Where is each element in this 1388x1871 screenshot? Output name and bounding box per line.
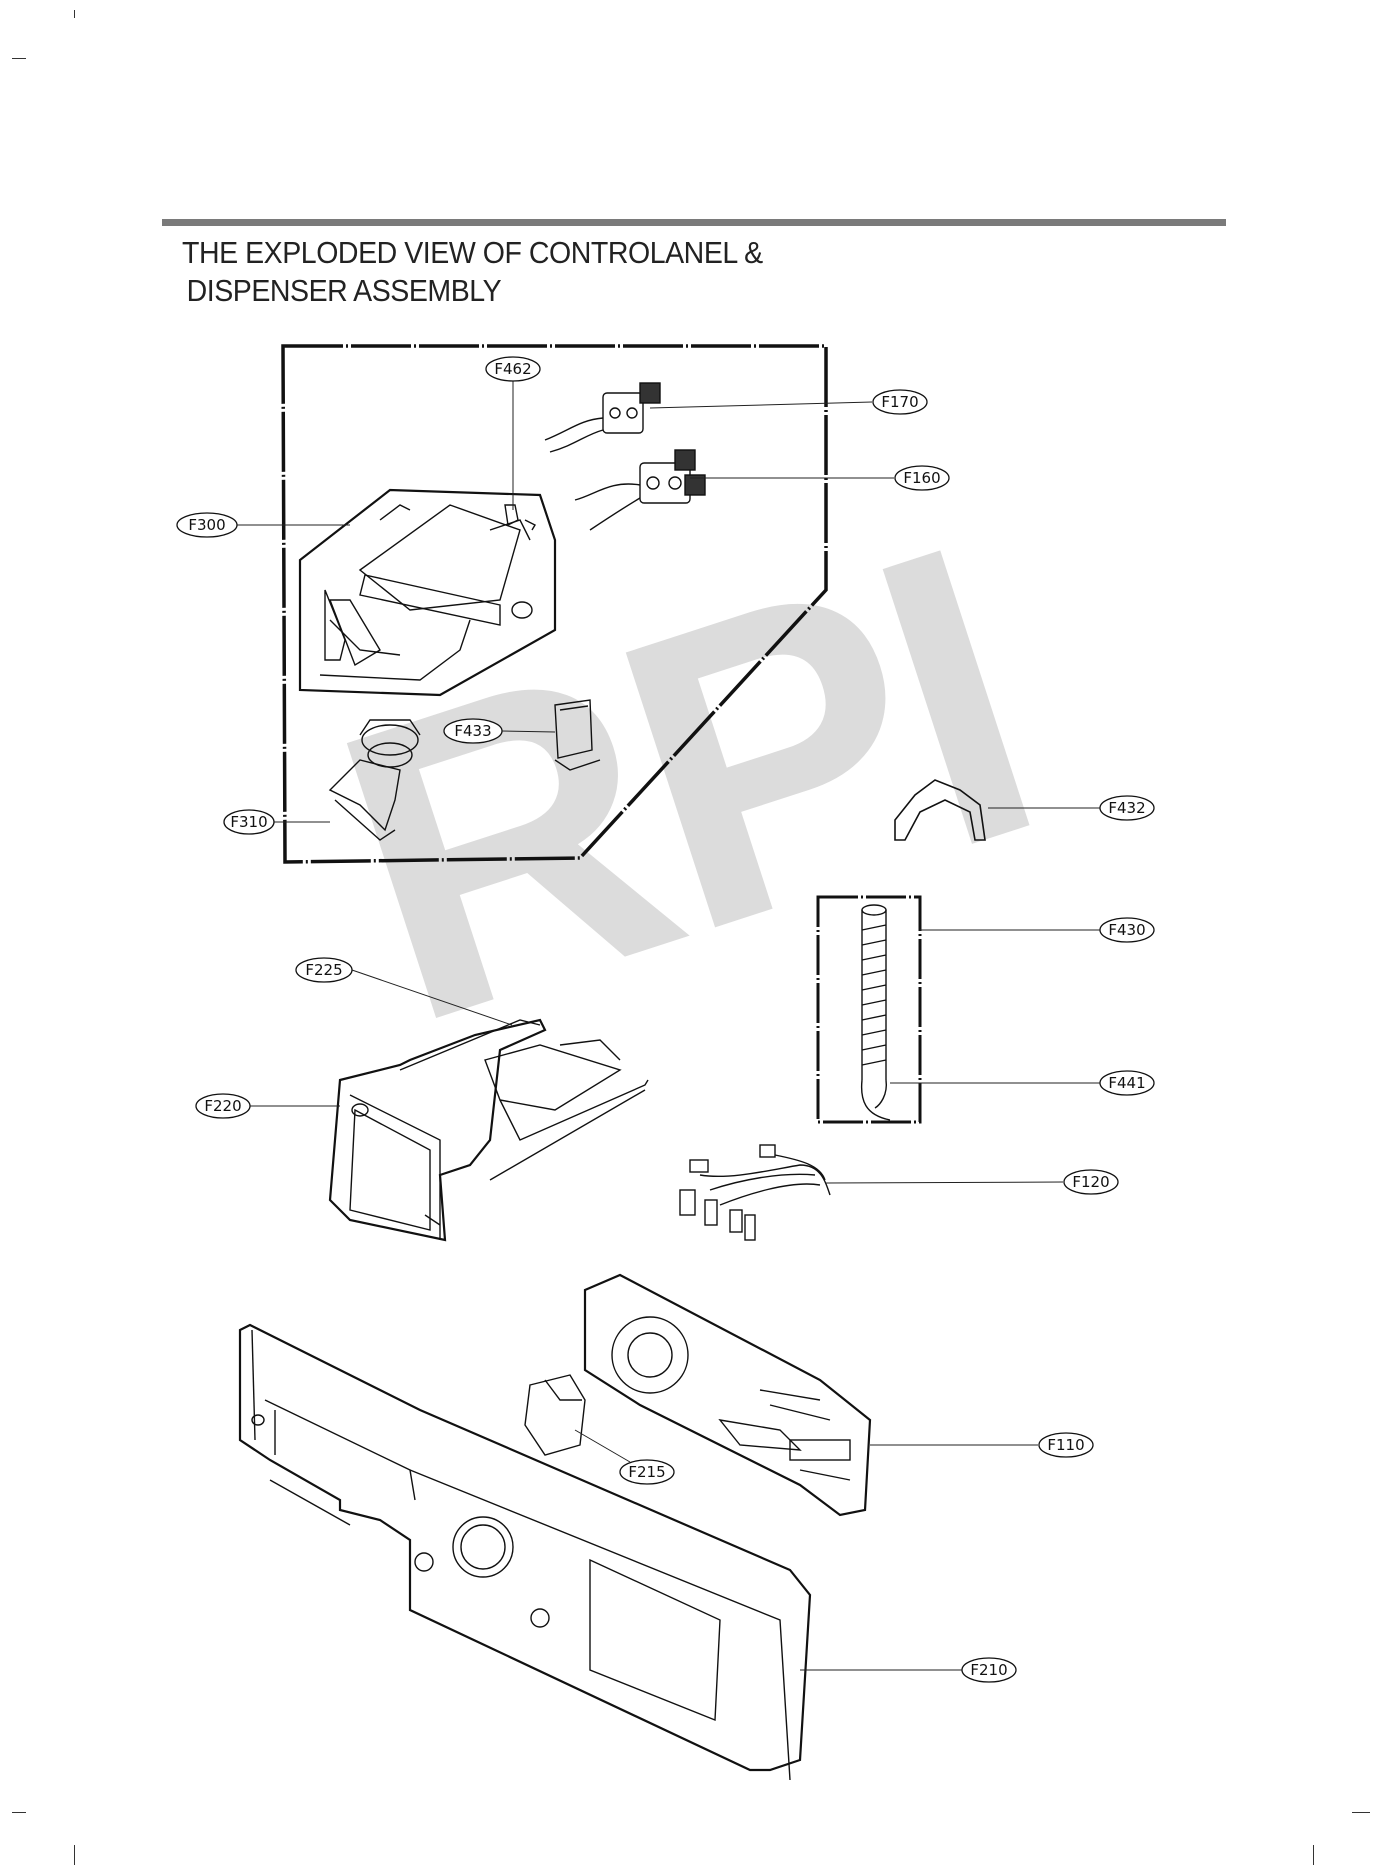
callout-label: F210 [970, 1661, 1007, 1679]
header-rule [162, 219, 1226, 226]
callout-label: F120 [1072, 1173, 1109, 1191]
siphon-part [328, 719, 421, 841]
dispenser-group-boundary [281, 344, 828, 864]
callout-label: F110 [1047, 1436, 1084, 1454]
callout-label: F215 [628, 1463, 665, 1481]
crop-mark [12, 58, 26, 59]
clip-part [504, 504, 536, 531]
drain-hose-part [860, 904, 891, 1121]
inlet-valve-lower-part [574, 449, 706, 531]
callout-f441: F441 [1099, 1070, 1155, 1096]
wire-harness-part [679, 1144, 831, 1241]
callout-f220: F220 [195, 1093, 251, 1119]
leader-line-f170 [649, 401, 873, 409]
callouts: F462 F170 F160 F300 F433 F310 F432 F430 … [176, 356, 1155, 1683]
callout-f120: F120 [1063, 1169, 1119, 1195]
leader-line-f433 [501, 730, 556, 733]
hose-group-boundary [816, 895, 922, 1124]
leader-line-f225 [351, 969, 513, 1026]
callout-f462: F462 [485, 356, 541, 382]
callout-f160: F160 [894, 465, 950, 491]
callout-f300: F300 [176, 512, 238, 538]
callout-label: F170 [881, 393, 918, 411]
callout-label: F220 [204, 1097, 241, 1115]
crop-mark [74, 10, 75, 18]
crop-mark [1352, 1812, 1370, 1813]
callout-label: F310 [230, 813, 267, 831]
inlet-valve-upper-part [544, 382, 661, 453]
crop-mark [1313, 1845, 1314, 1865]
siphon-cap-part [554, 699, 601, 771]
callout-f170: F170 [872, 389, 928, 415]
page-title: THE EXPLODED VIEW OF CONTROLANEL & DISPE… [182, 234, 763, 310]
control-panel-part [238, 1323, 812, 1781]
callout-label: F225 [305, 961, 342, 979]
knob-part [524, 1374, 586, 1456]
callout-f430: F430 [1099, 917, 1155, 943]
callout-label: F433 [454, 722, 491, 740]
callout-f215: F215 [619, 1459, 675, 1485]
crop-mark [74, 1845, 75, 1865]
callout-f210: F210 [961, 1657, 1017, 1683]
callout-f110: F110 [1038, 1432, 1094, 1458]
callout-label: F300 [188, 516, 225, 534]
callout-f432: F432 [1099, 795, 1155, 821]
hook-part [894, 779, 986, 841]
page-title-line-2: DISPENSER ASSEMBLY [186, 273, 502, 308]
callout-label: F441 [1108, 1074, 1145, 1092]
callout-f310: F310 [223, 809, 275, 835]
dispenser-drawer-part [328, 1018, 649, 1242]
leader-line-f120 [825, 1181, 1064, 1184]
page-title-line-1: THE EXPLODED VIEW OF CONTROLANEL & [182, 235, 763, 270]
dispenser-housing-part [298, 488, 557, 697]
callout-label: F160 [903, 469, 940, 487]
callout-f225: F225 [295, 957, 353, 983]
callout-label: F462 [494, 360, 531, 378]
callout-label: F432 [1108, 799, 1145, 817]
main-pcb-part [583, 1273, 872, 1517]
crop-mark [12, 1812, 26, 1813]
callout-label: F430 [1108, 921, 1145, 939]
callout-f433: F433 [443, 718, 503, 744]
leader-line-f215 [574, 1429, 631, 1463]
